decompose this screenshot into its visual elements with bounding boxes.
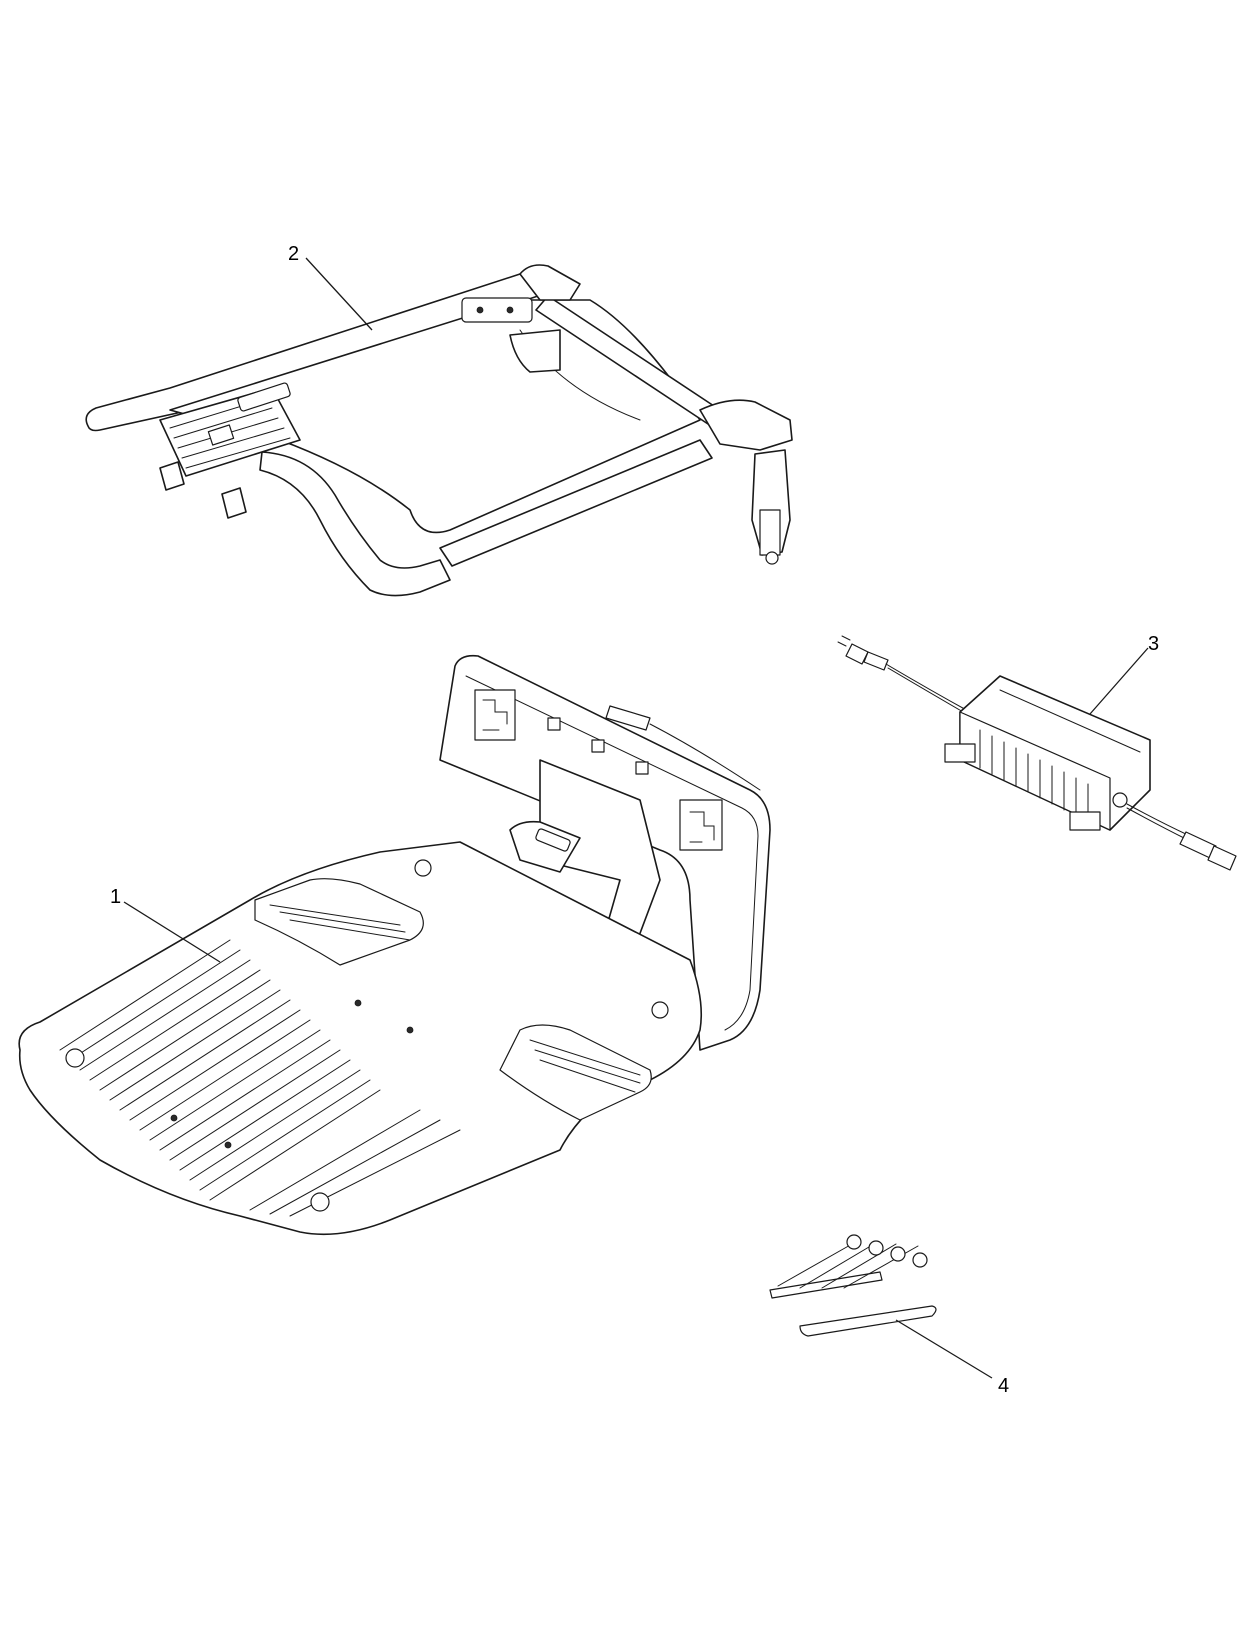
part-4-stake-kit: [769, 1234, 937, 1337]
callout-label-2: 2: [288, 243, 299, 265]
callout-label-4: 4: [998, 1375, 1009, 1397]
callout-4: 4: [895, 1319, 1009, 1397]
callout-label-1: 1: [110, 886, 121, 908]
callout-2: 2: [288, 243, 373, 331]
part-2-handle-frame: [85, 264, 793, 597]
callout-label-3: 3: [1148, 633, 1159, 655]
callout-1: 1: [110, 886, 221, 963]
part-1-charging-base: [18, 654, 771, 1236]
callout-3: 3: [1089, 633, 1159, 715]
part-3-power-supply: [837, 635, 1237, 871]
